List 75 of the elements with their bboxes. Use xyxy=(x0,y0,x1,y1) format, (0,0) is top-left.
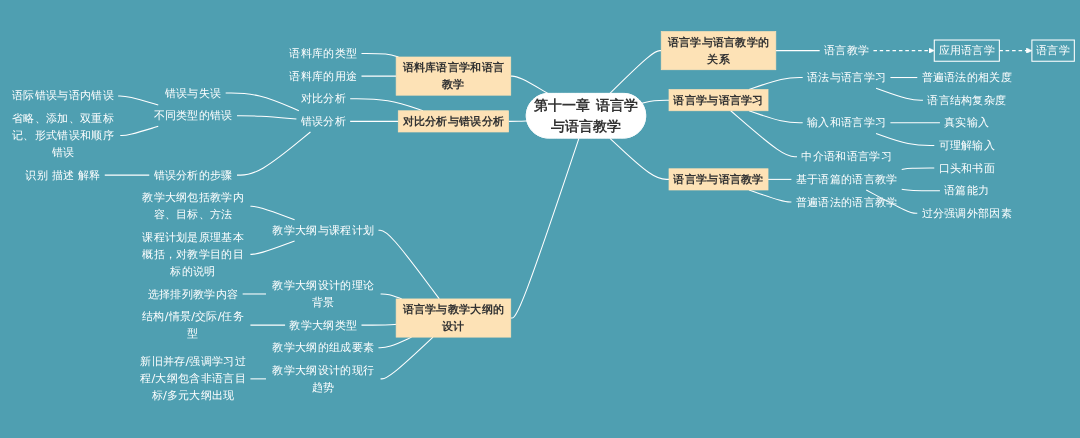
connector xyxy=(875,87,924,101)
node-text: 语言结构复杂度 xyxy=(927,93,1007,107)
node-text: 教学大纲的组成要素 xyxy=(272,340,375,355)
node-text: 识别 描述 解释 xyxy=(25,168,101,182)
node-text: 基于语篇的语言教学 xyxy=(795,172,898,186)
node-text: 新旧并存/强调学习过程/大纲包含非语言目标/多元大纲出现 xyxy=(140,354,246,403)
connector xyxy=(901,188,941,192)
node-text: 教学大纲包括教学内容、目标、方法 xyxy=(142,190,245,222)
node-box: 对比分析与错误分析 xyxy=(397,110,509,133)
node-text: 课程计划是原理基本概括，对教学目的目标的说明 xyxy=(142,230,245,278)
connector xyxy=(748,110,804,124)
node-box: 应用语言学 xyxy=(933,39,1000,62)
connector xyxy=(865,189,918,214)
connector xyxy=(360,75,397,77)
node-text: 语言教学 xyxy=(823,43,870,58)
node-text: 错误与失误 xyxy=(164,86,222,100)
node-text: 教学大纲设计的理论背景 xyxy=(272,278,375,309)
connector xyxy=(349,120,399,122)
arrow xyxy=(998,47,1033,54)
node-text: 选择排列教学内容 xyxy=(147,286,239,301)
node-text: 输入和语言学习 xyxy=(806,115,887,130)
connector xyxy=(609,137,670,180)
node-text: 教学大纲与课程计划 xyxy=(272,223,375,237)
node-text: 口头和书面 xyxy=(938,160,996,175)
node-text: 对比分析 xyxy=(300,91,346,106)
connector xyxy=(510,75,549,95)
connector xyxy=(775,50,821,52)
connector xyxy=(360,323,397,326)
node-text: 教学大纲类型 xyxy=(289,318,358,332)
node-text: 错误分析的步骤 xyxy=(153,168,233,182)
connector xyxy=(249,324,286,326)
connector xyxy=(889,77,918,79)
node-text: 错误分析 xyxy=(300,114,346,128)
connector xyxy=(225,92,300,112)
node-text: 省略、添加、双重标记、形式错误和顺序错误 xyxy=(12,111,114,159)
node-text: 语料库的类型 xyxy=(289,46,358,60)
connector xyxy=(608,50,662,95)
node-box: 语料库语言学和语言教学 xyxy=(395,56,512,96)
connector xyxy=(730,110,798,158)
node-box: 语言学 xyxy=(1031,39,1075,62)
connector xyxy=(901,167,935,170)
node-text: 语篇能力 xyxy=(944,183,990,198)
connector xyxy=(249,378,267,380)
connector xyxy=(377,229,440,300)
arrow xyxy=(872,47,935,54)
node-text: 语料库的用途 xyxy=(289,69,358,83)
node-box: 语言学与语言教学的关系 xyxy=(660,31,777,71)
connector xyxy=(236,131,311,176)
node-text: 语法与语言学习 xyxy=(806,70,887,84)
connector xyxy=(242,293,267,295)
node-box: 语言学与语言学习 xyxy=(668,89,769,112)
connector xyxy=(508,120,528,122)
connector xyxy=(875,132,935,146)
connector xyxy=(510,137,580,319)
connector xyxy=(249,205,296,221)
node-text: 真实输入 xyxy=(944,115,990,130)
node-text: 教学大纲设计的现行趋势 xyxy=(272,363,375,394)
connector xyxy=(641,99,670,104)
node-text: 语际错误与语内错误 xyxy=(12,88,114,103)
connector xyxy=(767,178,792,180)
node-text: 中介语和语言学习 xyxy=(801,149,892,164)
node-text: 不同类型的错误 xyxy=(153,108,233,123)
node-text: 过分强调外部因素 xyxy=(921,206,1013,220)
node-text: 普遍语法的相关度 xyxy=(921,70,1013,84)
node-text: 结构/情景/交际/任务型 xyxy=(142,309,245,340)
node-box: 语言学与教学大纲的设计 xyxy=(395,298,512,338)
connector xyxy=(249,240,296,255)
node-box: 语言学与语言教学 xyxy=(668,168,769,191)
connector xyxy=(104,174,150,176)
connector xyxy=(236,115,297,120)
connector xyxy=(117,95,159,106)
node-text: 可理解输入 xyxy=(938,138,996,152)
connector xyxy=(380,336,434,380)
connector xyxy=(889,122,941,124)
connector xyxy=(119,125,159,137)
